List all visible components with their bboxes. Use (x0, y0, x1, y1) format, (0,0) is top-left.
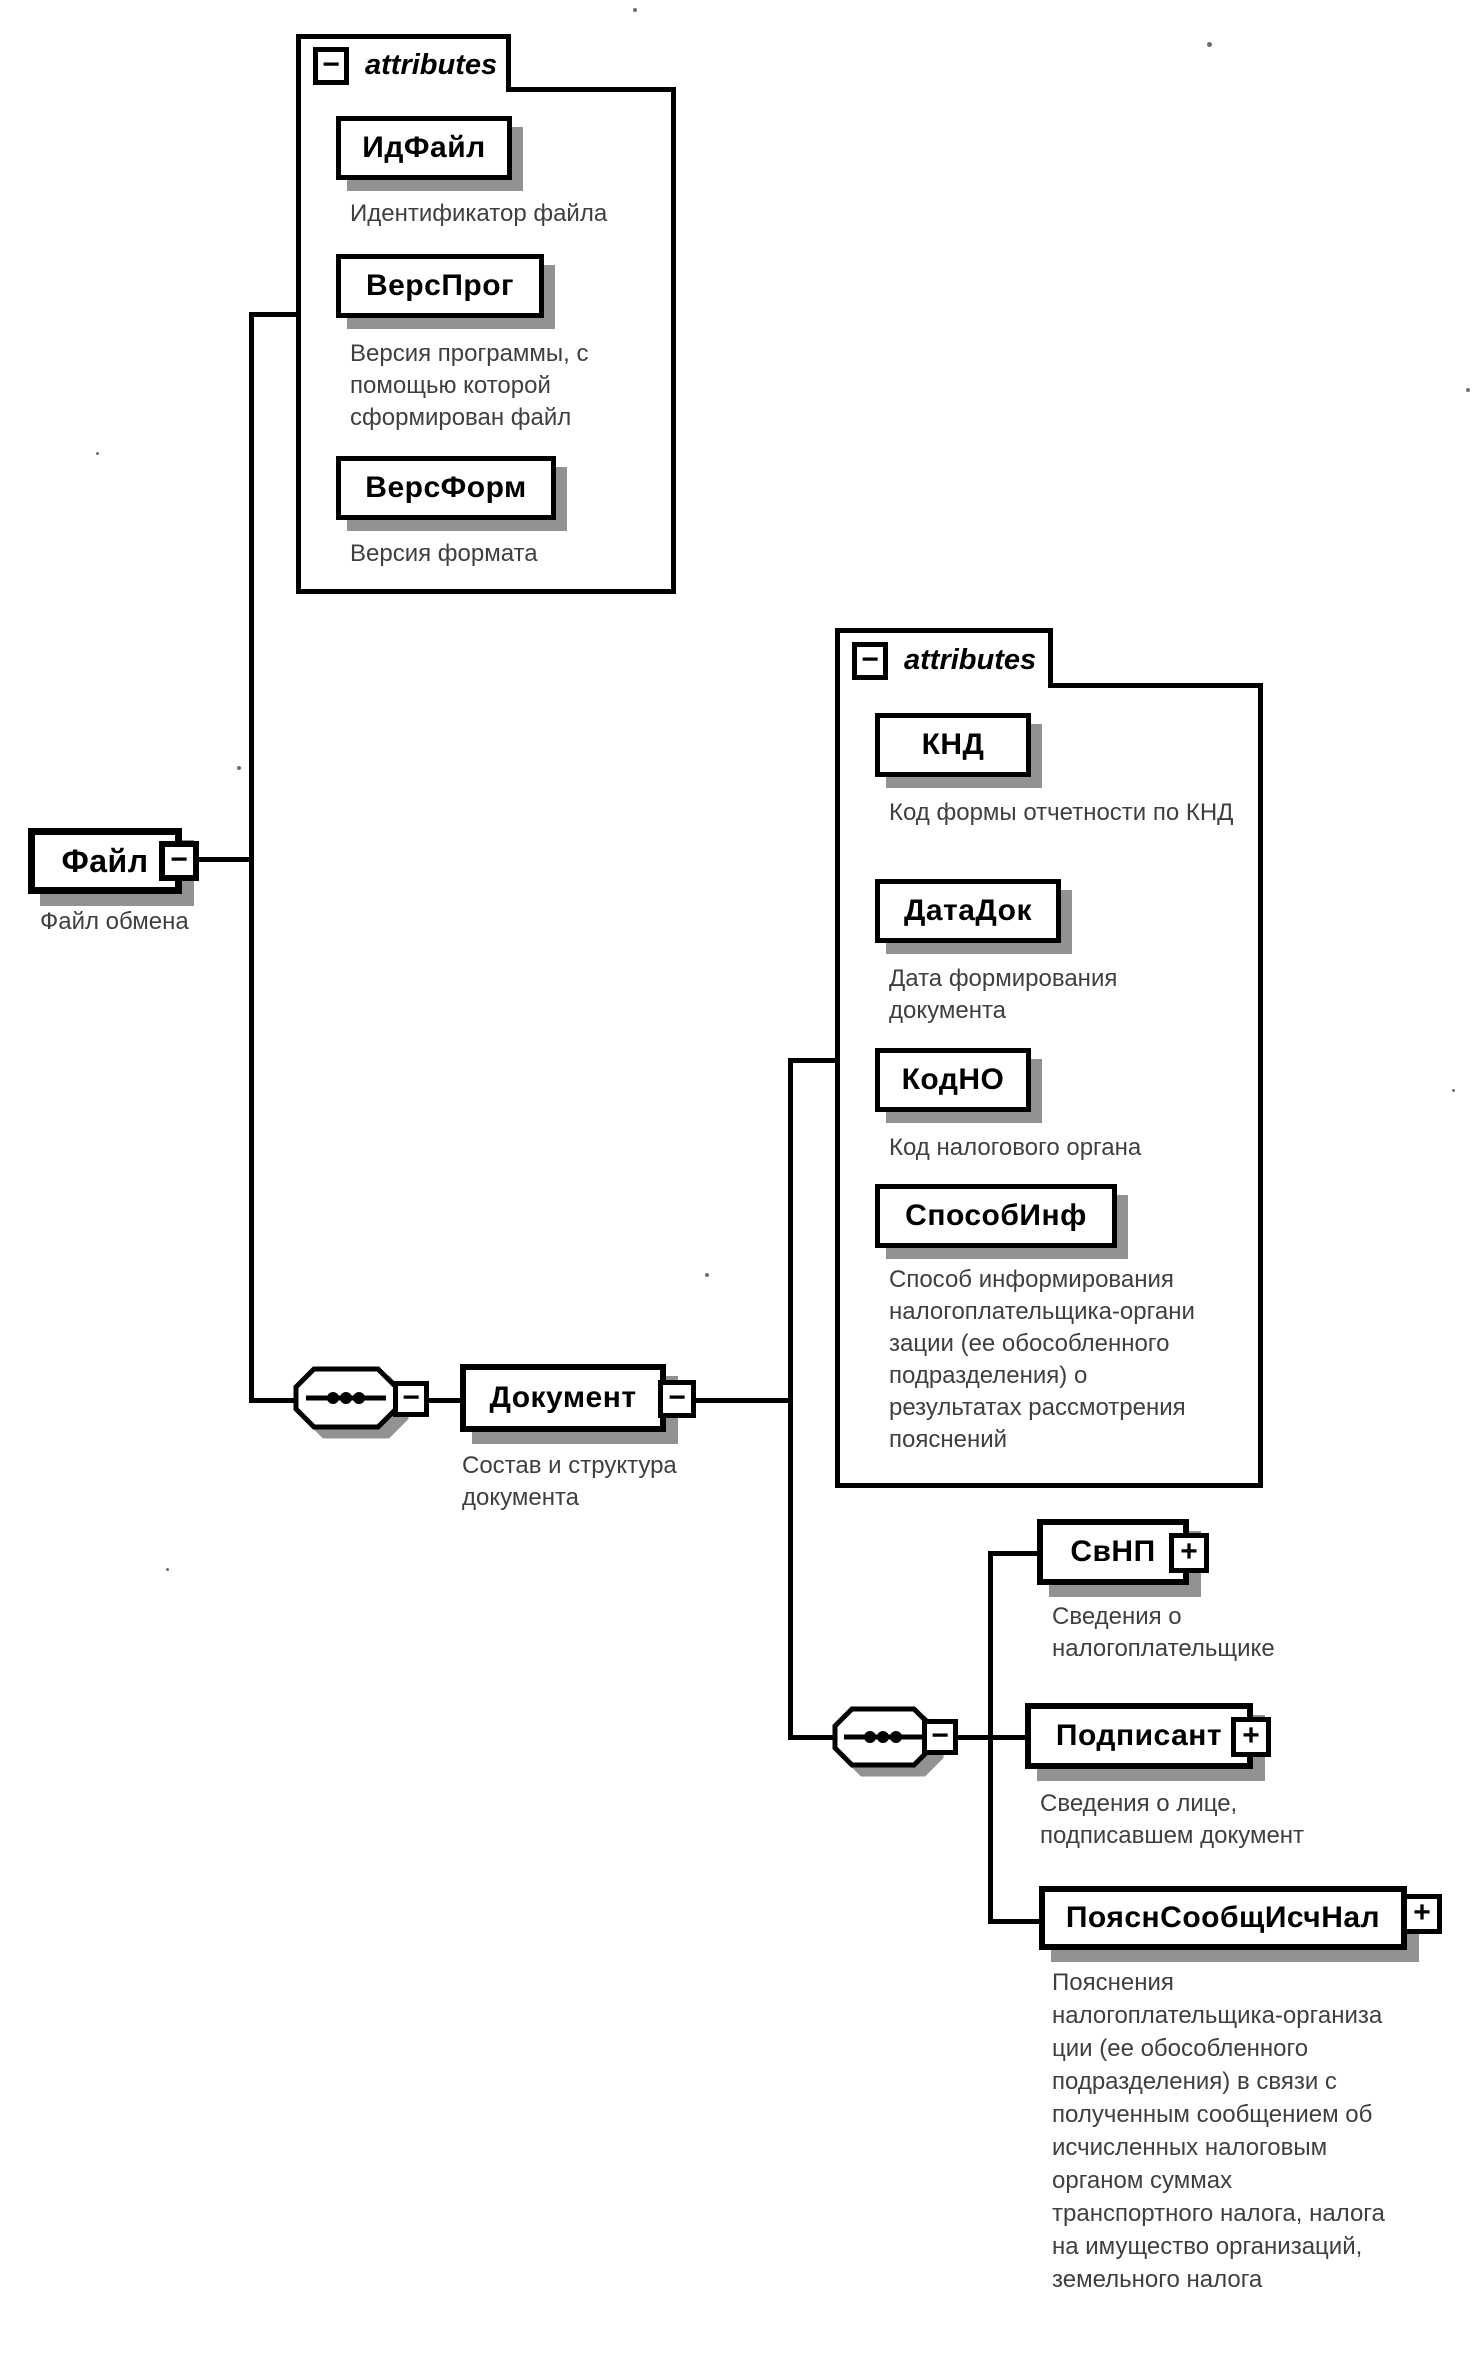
attribute-node-datadok[interactable]: ДатаДок (875, 879, 1061, 943)
scan-speck (633, 8, 637, 12)
annotation-text: Идентификатор файла (350, 200, 608, 227)
connector-line (249, 312, 296, 317)
attributes-header: attributes (365, 49, 498, 81)
scan-speck (96, 452, 99, 455)
minus-glyph: − (668, 1381, 686, 1414)
sequence-compositor-icon (832, 1706, 934, 1768)
annotation-text: Версия программы, с помощью которой сфор… (350, 340, 589, 431)
attribute-name: КНД (921, 728, 985, 761)
annotation-text: Сведения о лице, подписавшем документ (1040, 1790, 1305, 1849)
plus-glyph: + (1413, 1896, 1431, 1929)
scan-speck (1207, 42, 1212, 47)
annotation-text: Состав и структура документа (462, 1452, 677, 1511)
minus-glyph: − (322, 47, 340, 81)
collapse-toggle-icon[interactable]: − (922, 1719, 958, 1755)
attribute-name: СпособИнф (905, 1199, 1087, 1232)
minus-glyph: − (402, 1381, 420, 1414)
connector-line (692, 1398, 792, 1403)
minus-glyph: − (931, 1719, 949, 1752)
attribute-name: КодНО (901, 1063, 1005, 1096)
minus-glyph: − (170, 843, 188, 876)
element-name: Подписант (1055, 1719, 1223, 1752)
annotation-text: Файл обмена (40, 908, 189, 935)
collapse-toggle-icon[interactable]: − (313, 46, 349, 85)
scan-speck (237, 766, 241, 770)
attribute-node-knd[interactable]: КНД (875, 713, 1031, 777)
attribute-node-versform[interactable]: ВерсФорм (336, 456, 556, 520)
element-node-dokument[interactable]: Документ (460, 1364, 666, 1432)
sequence-compositor-icon (293, 1366, 399, 1430)
collapse-toggle-icon[interactable]: − (393, 1381, 429, 1417)
attribute-name: ДатаДок (903, 894, 1032, 927)
attribute-name: ВерсФорм (365, 471, 527, 504)
connector-line (788, 1735, 834, 1740)
element-name: Файл (61, 842, 149, 879)
document-attributes-tab: − attributes (835, 628, 1053, 688)
attribute-node-kodno[interactable]: КодНО (875, 1048, 1031, 1112)
connector-line (249, 312, 254, 1403)
plus-glyph: + (1180, 1535, 1198, 1568)
annotation-text: Пояснения налогоплательщика-организа ции… (1052, 1969, 1385, 2293)
connector-line (196, 857, 254, 862)
connector-line (249, 1398, 295, 1403)
attribute-node-sposobinf[interactable]: СпособИнф (875, 1184, 1117, 1248)
element-name: СвНП (1070, 1535, 1156, 1568)
annotation-text: Сведения о налогоплательщике (1052, 1603, 1275, 1662)
element-node-fajl[interactable]: Файл (28, 828, 182, 894)
scan-speck (1466, 388, 1470, 392)
annotation-text: Способ информирования налогоплательщика-… (889, 1266, 1195, 1453)
collapse-toggle-icon[interactable]: − (159, 841, 199, 881)
collapse-toggle-icon[interactable]: − (658, 1380, 696, 1418)
element-name: Документ (489, 1381, 637, 1414)
connector-line (427, 1398, 462, 1403)
attribute-node-idfajl[interactable]: ИдФайл (336, 116, 512, 180)
scan-speck (1452, 1089, 1455, 1092)
attribute-name: ВерсПрог (365, 269, 515, 302)
attribute-name: ИдФайл (362, 131, 486, 164)
expand-toggle-icon[interactable]: + (1169, 1533, 1209, 1573)
element-name: ПояснСообщИсчНал (1065, 1901, 1381, 1934)
element-node-podpisant[interactable]: Подписант (1025, 1703, 1253, 1769)
connector-line (988, 1551, 1038, 1556)
element-node-poyasnsoobshischnal[interactable]: ПояснСообщИсчНал (1039, 1886, 1407, 1950)
collapse-toggle-icon[interactable]: − (852, 641, 888, 680)
minus-glyph: − (861, 642, 879, 676)
expand-toggle-icon[interactable]: + (1231, 1717, 1271, 1757)
annotation-text: Код формы отчетности по КНД (889, 799, 1234, 826)
attributes-header: attributes (904, 644, 1037, 676)
connector-line (988, 1919, 1040, 1924)
annotation-text: Версия формата (350, 540, 538, 567)
scan-speck (166, 1568, 169, 1571)
connector-line (988, 1551, 993, 1924)
plus-glyph: + (1242, 1719, 1260, 1752)
connector-line (788, 1058, 793, 1740)
attribute-node-versprog[interactable]: ВерсПрог (336, 254, 544, 318)
element-node-svnp[interactable]: СвНП (1037, 1519, 1189, 1585)
connector-line (788, 1058, 835, 1063)
annotation-text: Код налогового органа (889, 1134, 1142, 1161)
expand-toggle-icon[interactable]: + (1402, 1894, 1442, 1934)
file-attributes-tab: − attributes (296, 34, 511, 92)
annotation-text: Дата формирования документа (889, 965, 1118, 1024)
scan-speck (705, 1273, 709, 1277)
